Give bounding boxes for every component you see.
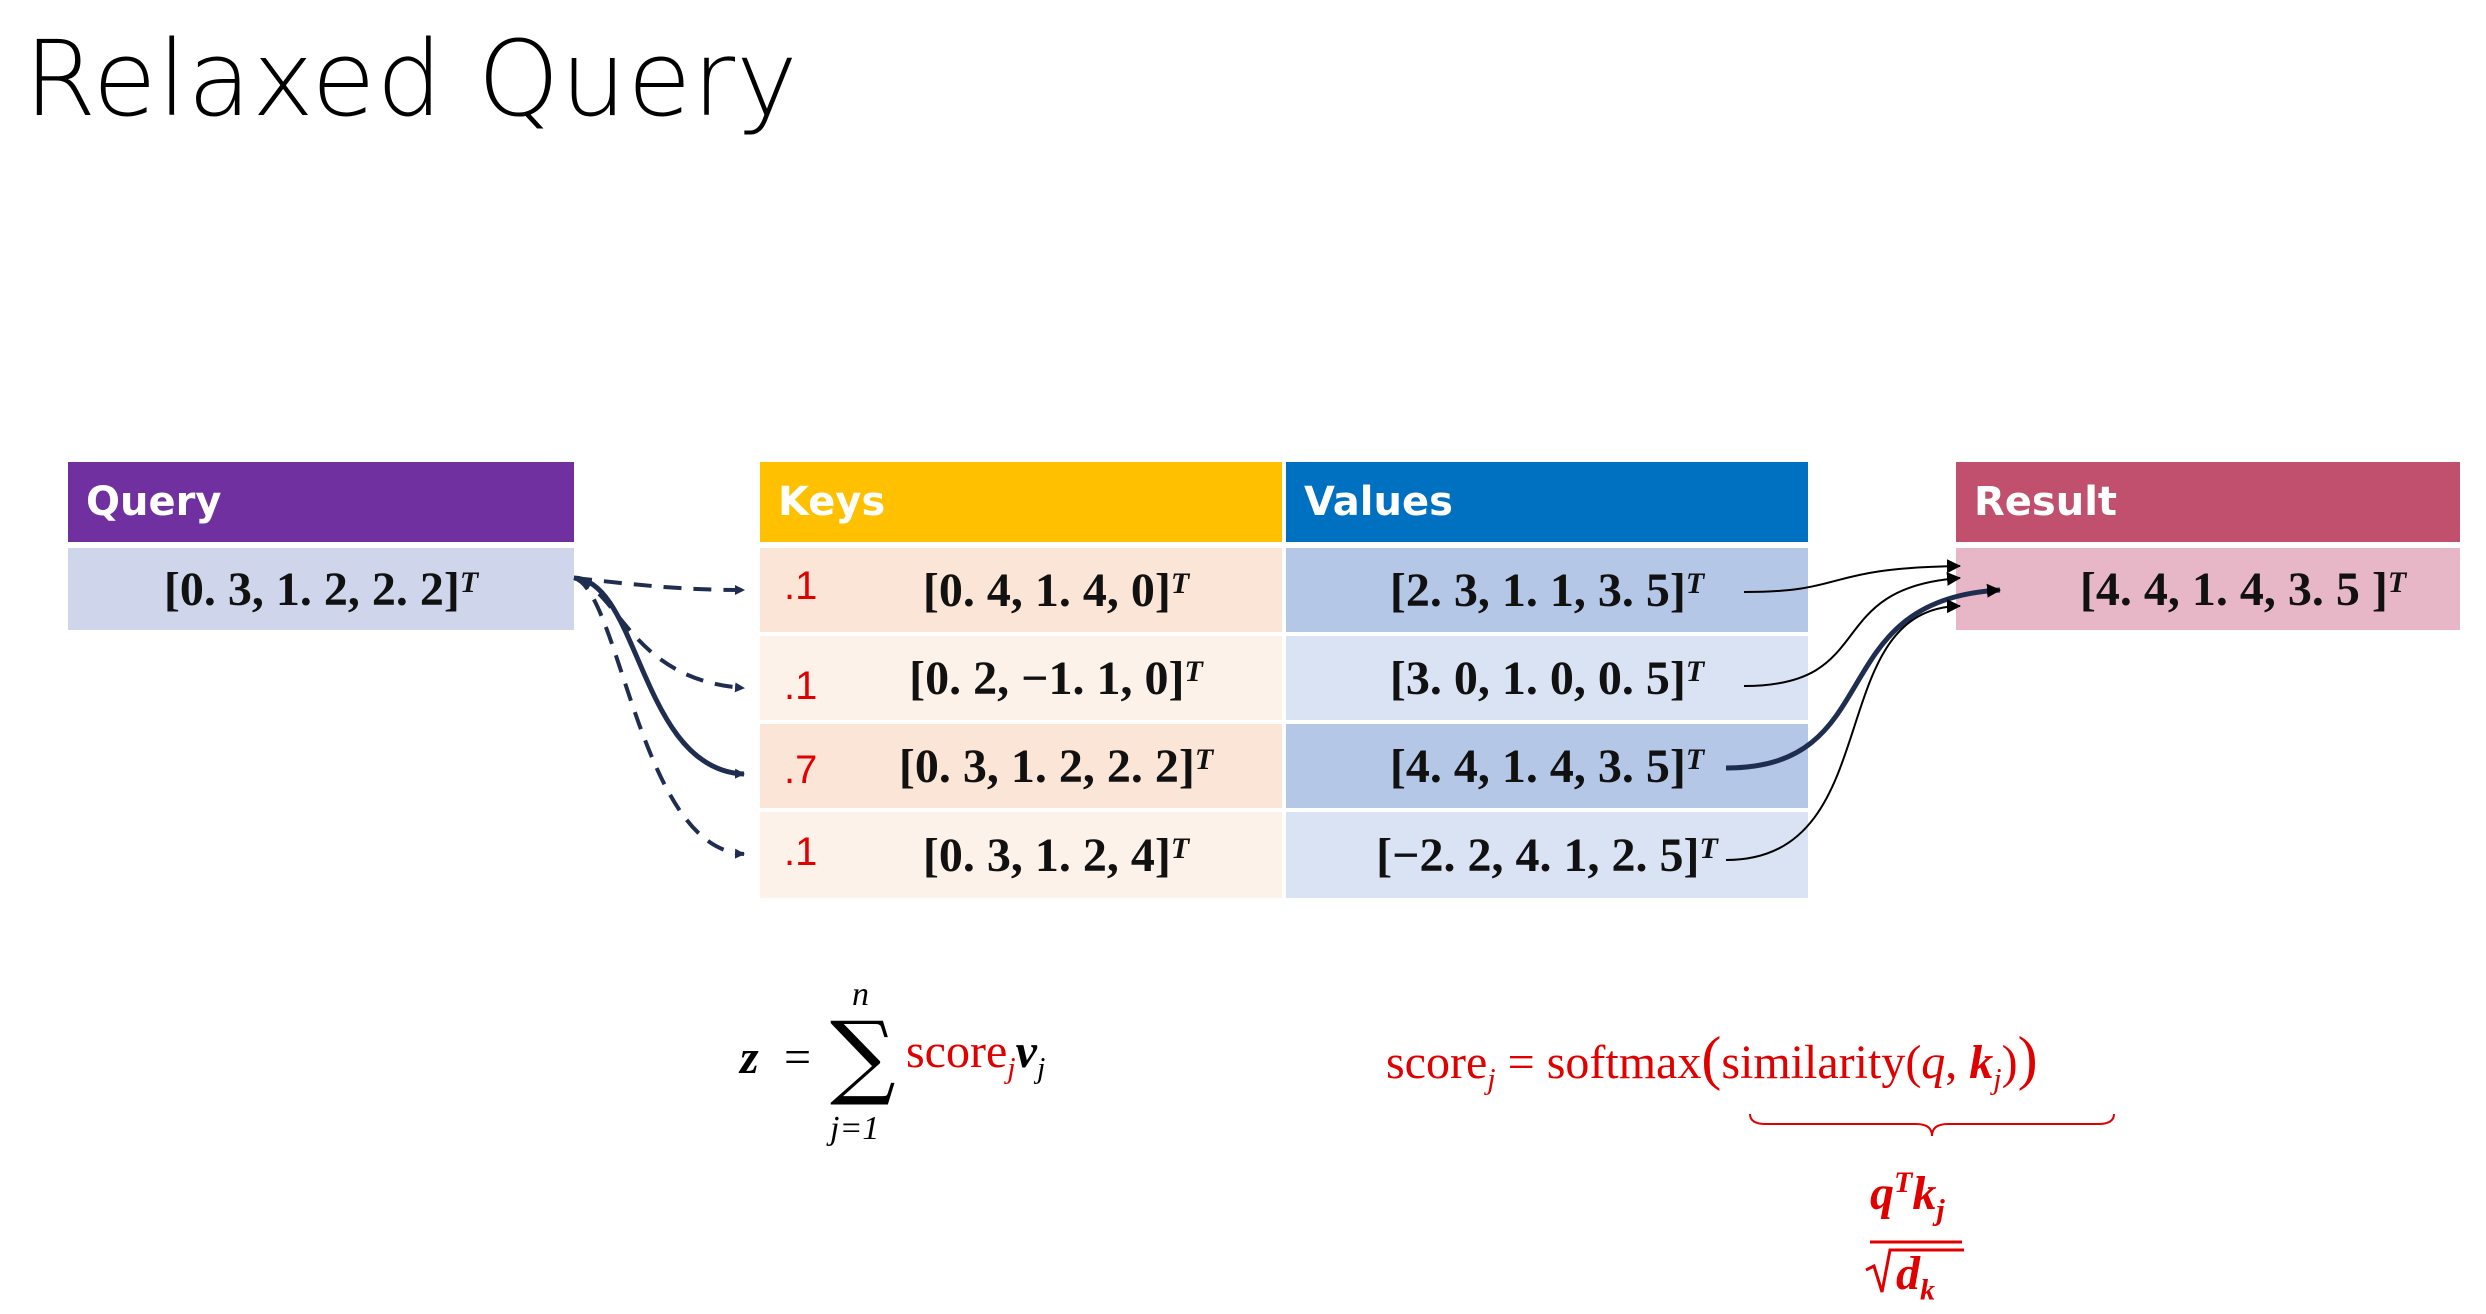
score-word: score — [906, 1025, 1008, 1078]
k-symbol: k — [1969, 1036, 1994, 1089]
transpose-sup: T — [1194, 743, 1214, 776]
key-cell: [0. 3, 1. 2, 4]T — [760, 812, 1282, 898]
sum-upper: n — [852, 976, 869, 1013]
sigma-symbol: ∑ — [830, 1002, 896, 1109]
score-word: score — [1386, 1036, 1488, 1089]
slide-title: Relaxed Query — [24, 18, 799, 140]
value-vector: [−2. 2, 4. 1, 2. 5] — [1376, 828, 1700, 882]
value-to-result-arrow — [1725, 583, 2001, 771]
score-label: .1 — [784, 664, 818, 708]
value-to-result-arrow — [1743, 571, 1961, 687]
k-symbol: k — [1912, 1167, 1937, 1220]
k-subscript: j — [1993, 1062, 2002, 1096]
value-vector: [2. 3, 1. 1, 3. 5] — [1389, 563, 1686, 617]
fraction-denominator: dk — [1896, 1246, 1935, 1308]
score-formula: scorej = softmax(similarity(q, kj)) qTkj… — [1386, 1024, 2126, 1307]
score-label: .7 — [784, 748, 818, 792]
v-subscript: j — [1036, 1051, 1046, 1085]
values-header: Values — [1286, 462, 1808, 542]
score-definition: scorej = softmax(similarity(q, kj)) — [1386, 1025, 2038, 1096]
transpose-sup: T — [2387, 566, 2407, 599]
query-to-key-arrow — [573, 576, 745, 693]
transpose-sup: T — [1685, 655, 1705, 688]
result-vector: [4. 4, 1. 4, 3. 5 ]T — [1956, 548, 2460, 630]
sum-lower: j=1 — [830, 1110, 880, 1147]
transpose-sup: T — [1699, 832, 1718, 865]
query-header: Query — [68, 462, 574, 542]
transpose-sup: T — [1685, 743, 1705, 776]
z-symbol: z — [740, 1031, 759, 1084]
q-symbol: q — [1870, 1167, 1894, 1220]
transpose-sup: T — [1894, 1166, 1913, 1199]
result-header: Result — [1956, 462, 2460, 542]
key-cell: [0. 2, −1. 1, 0]T — [760, 636, 1282, 720]
transpose-sup: T — [1184, 655, 1203, 688]
open-paren: ( — [1701, 1025, 1722, 1091]
keys-header: Keys — [760, 462, 1282, 542]
key-cell: [0. 4, 1. 4, 0]T — [760, 548, 1282, 632]
score-label: .1 — [784, 564, 818, 608]
value-to-result-arrow — [1725, 599, 1961, 861]
d-subscript: k — [1920, 1273, 1935, 1307]
key-cell: [0. 3, 1. 2, 2. 2]T — [760, 724, 1282, 808]
score-subscript: j — [1007, 1051, 1016, 1085]
key-vector: [0. 3, 1. 2, 2. 2] — [898, 739, 1195, 793]
value-cell: [3. 0, 1. 0, 0. 5]T — [1286, 636, 1808, 720]
key-vector: [0. 4, 1. 4, 0] — [922, 563, 1171, 617]
result-vector-text: [4. 4, 1. 4, 3. 5 ] — [2079, 562, 2388, 616]
close-paren: ) — [2017, 1025, 2038, 1091]
q-symbol: q — [1921, 1036, 1946, 1089]
d-symbol: d — [1896, 1247, 1920, 1300]
transpose-sup: T — [1170, 567, 1190, 600]
value-to-result-arrow — [1743, 559, 1961, 593]
query-vector-text: [0. 3, 1. 2, 2. 2] — [163, 562, 460, 616]
softmax-word: softmax — [1546, 1036, 1702, 1089]
query-to-key-arrow — [573, 575, 745, 779]
underbrace — [1749, 1113, 2115, 1293]
query-vector: [0. 3, 1. 2, 2. 2]T — [68, 548, 574, 630]
query-to-key-arrow — [573, 576, 745, 859]
sum-formula: z = n ∑ j=1 scorejvj — [740, 976, 1140, 1160]
similarity-word: similarity — [1721, 1036, 1906, 1089]
score-subscript: j — [1487, 1062, 1496, 1096]
k-subscript: j — [1936, 1193, 1945, 1227]
value-vector: [3. 0, 1. 0, 0. 5] — [1389, 651, 1686, 705]
transpose-sup: T — [459, 566, 479, 599]
transpose-sup: T — [1170, 832, 1190, 865]
equals-sign: = — [784, 1031, 812, 1084]
key-vector: [0. 2, −1. 1, 0] — [909, 651, 1185, 705]
equals-sign: = — [1507, 1036, 1535, 1089]
v-symbol: v — [1015, 1025, 1037, 1078]
value-cell: [−2. 2, 4. 1, 2. 5]T — [1286, 812, 1808, 898]
value-cell: [2. 3, 1. 1, 3. 5]T — [1286, 548, 1808, 632]
sum-term: scorejvj — [906, 1024, 1045, 1086]
value-cell: [4. 4, 1. 4, 3. 5]T — [1286, 724, 1808, 808]
value-vector: [4. 4, 1. 4, 3. 5] — [1389, 739, 1686, 793]
key-vector: [0. 3, 1. 2, 4] — [922, 828, 1171, 882]
transpose-sup: T — [1685, 567, 1705, 600]
fraction-numerator: qTkj — [1870, 1166, 1945, 1228]
score-label: .1 — [784, 830, 818, 874]
